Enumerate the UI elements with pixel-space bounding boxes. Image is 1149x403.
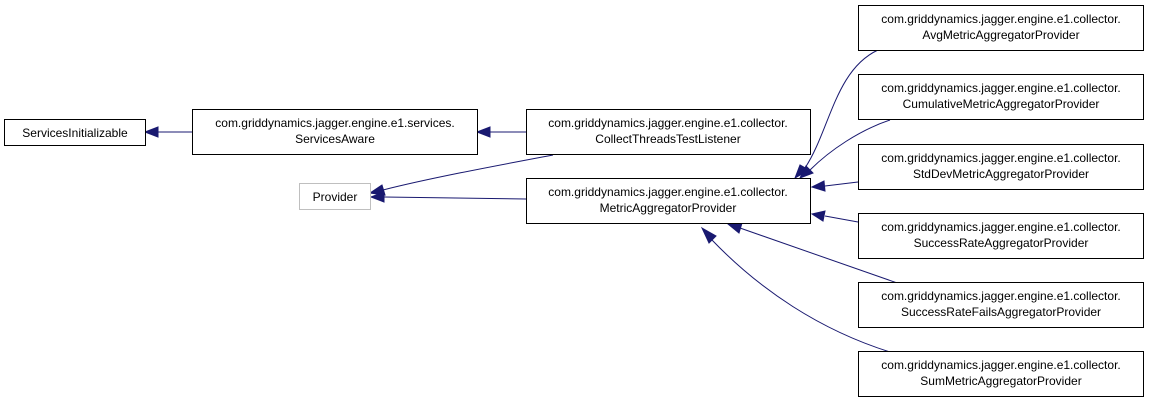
arrowhead-metricaggregator-cumulative xyxy=(798,165,814,179)
node-stddev-metric-aggregator-provider[interactable]: com.griddynamics.jagger.engine.e1.collec… xyxy=(858,144,1144,190)
node-label-line: com.griddynamics.jagger.engine.e1.collec… xyxy=(881,12,1120,26)
arrowhead-servicesinitializable xyxy=(143,126,159,138)
node-provider[interactable]: Provider xyxy=(299,183,371,210)
node-services-initializable[interactable]: ServicesInitializable xyxy=(4,119,146,146)
node-success-rate-aggregator-provider[interactable]: com.griddynamics.jagger.engine.e1.collec… xyxy=(858,213,1144,259)
edge-sum-to-metricaggregator xyxy=(711,239,891,353)
node-collect-threads-test-listener[interactable]: com.griddynamics.jagger.engine.e1.collec… xyxy=(526,109,811,155)
arrowhead-metricaggregator-successrate xyxy=(810,210,826,222)
arrowhead-metricaggregator-stddev xyxy=(810,180,826,192)
edge-successrate-to-metricaggregator xyxy=(824,215,859,223)
edge-avg-to-metricaggregator xyxy=(804,49,879,169)
node-label-line: com.griddynamics.jagger.engine.e1.servic… xyxy=(215,116,454,130)
arrowhead-servicesaware xyxy=(475,126,491,138)
node-label-line: com.griddynamics.jagger.engine.e1.collec… xyxy=(881,220,1120,234)
edge-stddev-to-metricaggregator xyxy=(824,181,859,187)
edges xyxy=(143,49,904,353)
node-label-line: SumMetricAggregatorProvider xyxy=(920,374,1081,388)
node-services-aware[interactable]: com.griddynamics.jagger.engine.e1.servic… xyxy=(192,109,478,155)
node-avg-metric-aggregator-provider[interactable]: com.griddynamics.jagger.engine.e1.collec… xyxy=(858,5,1144,51)
node-label-line: com.griddynamics.jagger.engine.e1.collec… xyxy=(548,116,787,130)
arrowhead-metricaggregator-sum xyxy=(700,226,717,244)
node-label-line: ServicesInitializable xyxy=(22,126,128,140)
node-label-line: com.griddynamics.jagger.engine.e1.collec… xyxy=(548,185,787,199)
edge-successratefails-to-metricaggregator xyxy=(739,227,904,286)
node-label-line: SuccessRateAggregatorProvider xyxy=(914,236,1089,250)
arrowhead-provider-b xyxy=(369,191,385,203)
node-success-rate-fails-aggregator-provider[interactable]: com.griddynamics.jagger.engine.e1.collec… xyxy=(858,282,1144,328)
node-label-line: CumulativeMetricAggregatorProvider xyxy=(903,97,1100,111)
node-label-line: com.griddynamics.jagger.engine.e1.collec… xyxy=(881,289,1120,303)
arrowhead-metricaggregator-successratefails xyxy=(726,222,743,234)
node-label-line: com.griddynamics.jagger.engine.e1.collec… xyxy=(881,358,1120,372)
node-label-line: MetricAggregatorProvider xyxy=(600,201,737,215)
node-label-line: com.griddynamics.jagger.engine.e1.collec… xyxy=(881,81,1120,95)
node-metric-aggregator-provider[interactable]: com.griddynamics.jagger.engine.e1.collec… xyxy=(526,178,811,224)
node-label-line: SuccessRateFailsAggregatorProvider xyxy=(901,305,1101,319)
edge-collectthreads-to-provider xyxy=(382,154,554,191)
node-label-line: com.griddynamics.jagger.engine.e1.collec… xyxy=(881,151,1120,165)
node-label-line: ServicesAware xyxy=(295,132,375,146)
edge-metricaggregator-to-provider xyxy=(383,196,527,200)
node-label-line: StdDevMetricAggregatorProvider xyxy=(913,167,1089,181)
edge-cumulative-to-metricaggregator xyxy=(809,119,891,171)
node-label-line: AvgMetricAggregatorProvider xyxy=(922,28,1079,42)
node-label-line: CollectThreadsTestListener xyxy=(595,132,740,146)
node-cumulative-metric-aggregator-provider[interactable]: com.griddynamics.jagger.engine.e1.collec… xyxy=(858,74,1144,120)
node-sum-metric-aggregator-provider[interactable]: com.griddynamics.jagger.engine.e1.collec… xyxy=(858,351,1144,397)
node-label-line: Provider xyxy=(313,190,358,204)
